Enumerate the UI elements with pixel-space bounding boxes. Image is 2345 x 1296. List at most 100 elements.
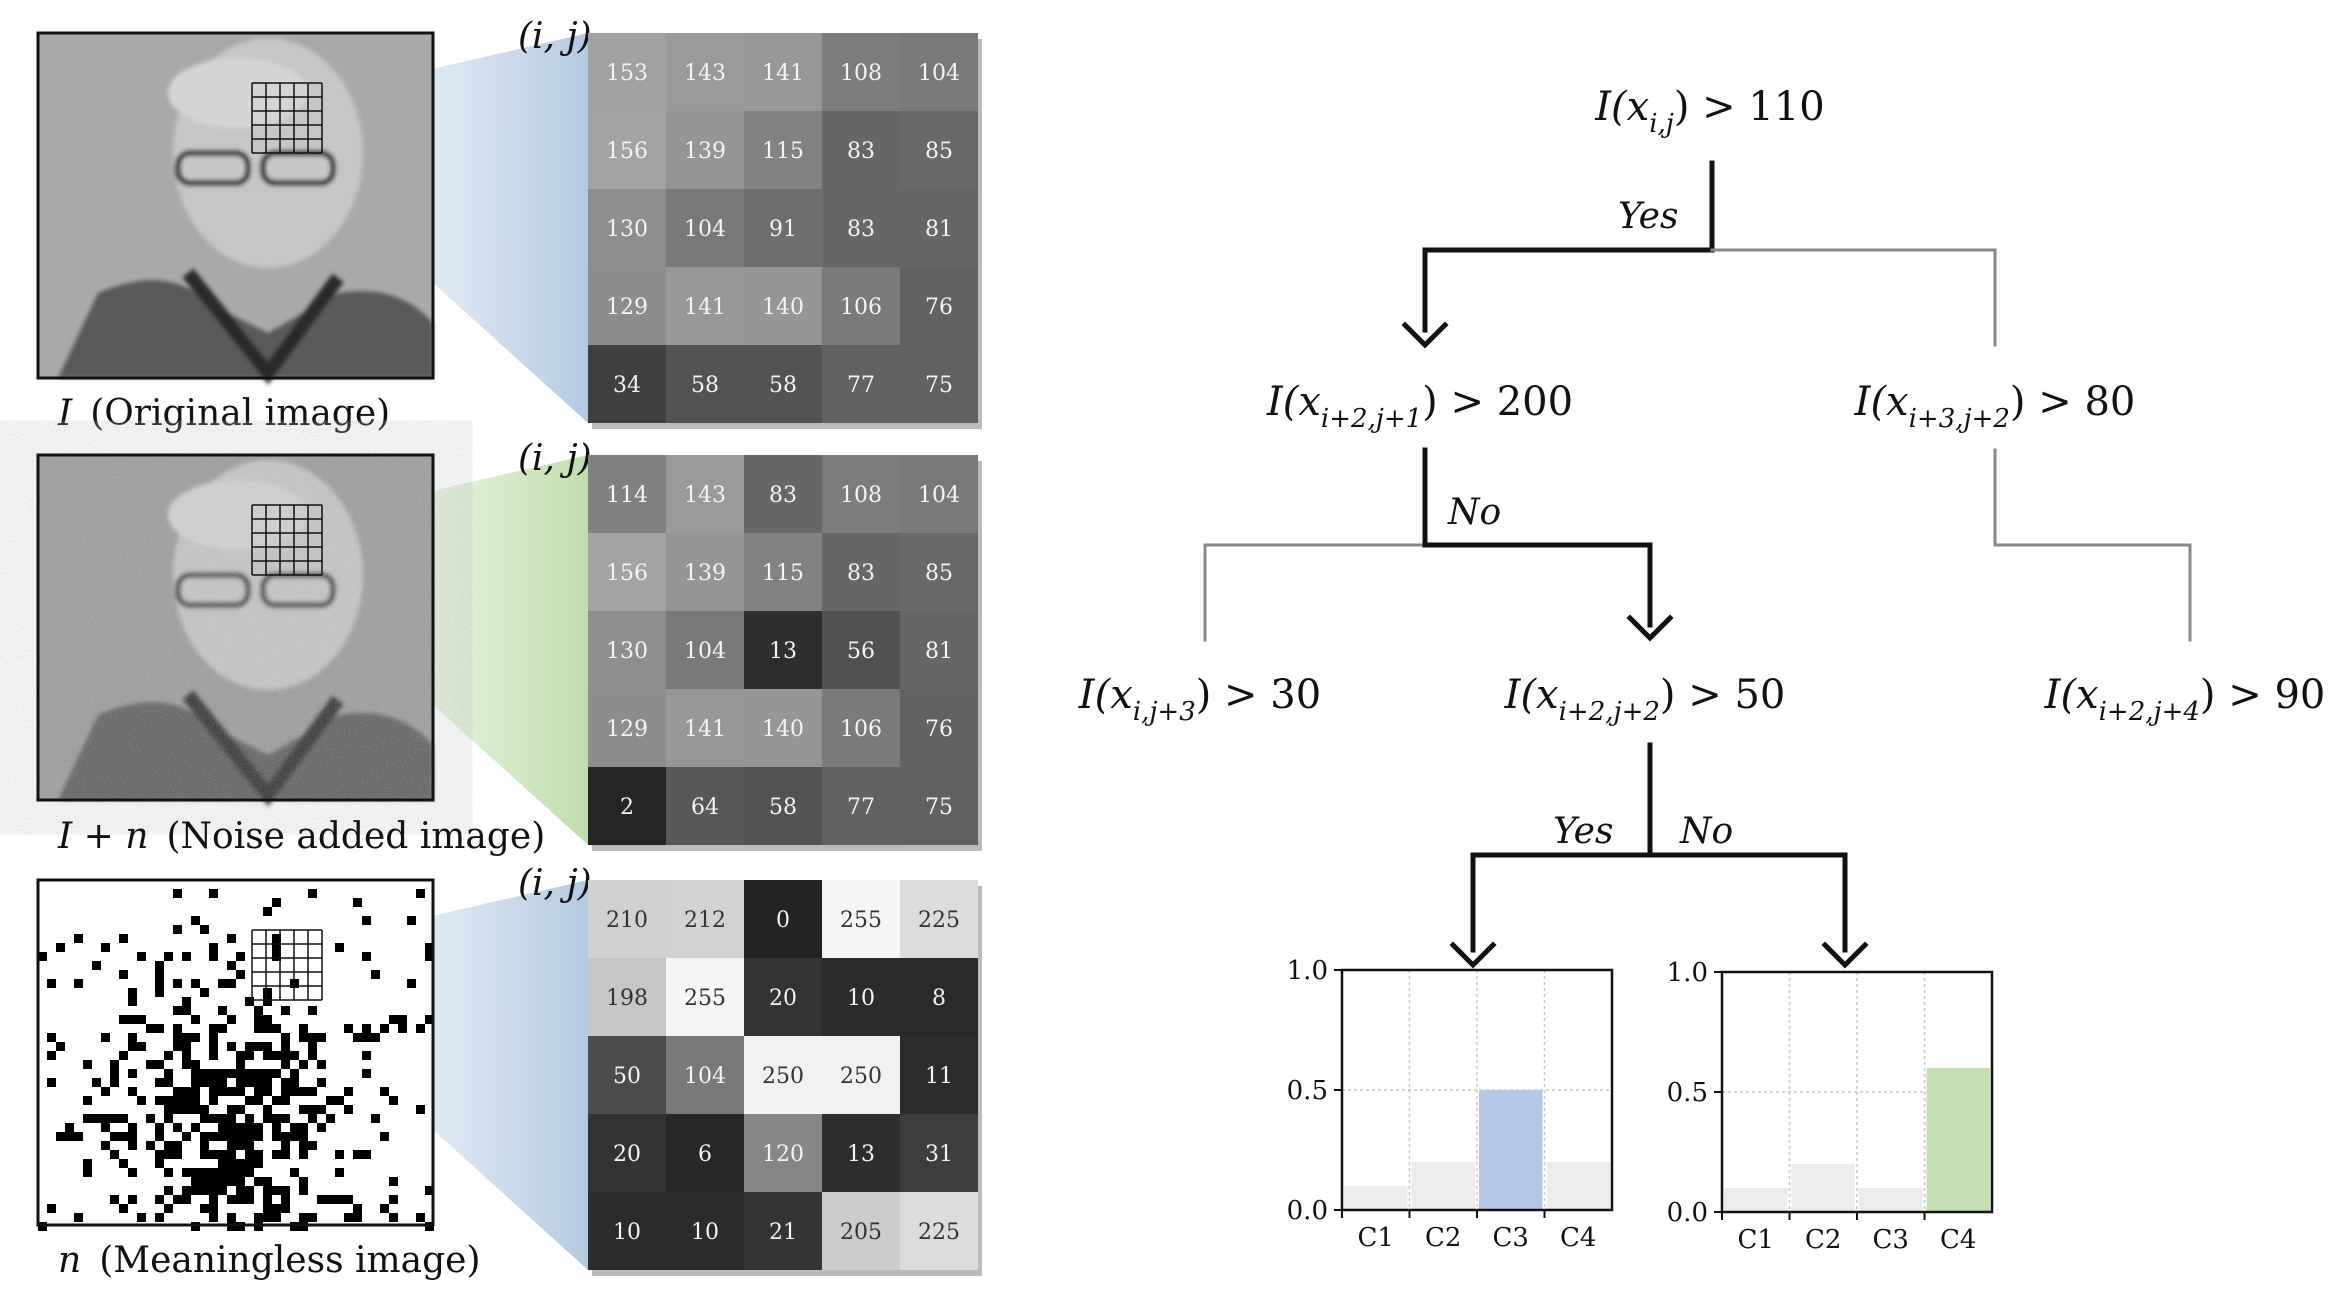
matrix-cell xyxy=(900,880,978,958)
edge-right-rr xyxy=(1993,448,2192,642)
matrix-cell xyxy=(666,1114,744,1192)
matrix-cell xyxy=(666,533,744,611)
matrix-value: 21 xyxy=(769,1220,797,1245)
matrix-value: 10 xyxy=(613,1220,641,1245)
matrix-cell xyxy=(666,111,744,189)
x-tick-label: C1 xyxy=(1358,1223,1394,1253)
matrix-value: 56 xyxy=(847,639,875,664)
matrix-value: 143 xyxy=(684,61,726,86)
matrix-cell xyxy=(666,1036,744,1114)
matrix-cell xyxy=(588,767,666,845)
x-tick-label: C3 xyxy=(1873,1225,1909,1255)
image-frame xyxy=(36,453,435,802)
matrix-value: 198 xyxy=(606,986,648,1011)
matrix-value: 50 xyxy=(613,1064,641,1089)
matrix-cell xyxy=(744,1114,822,1192)
edge-lr-no xyxy=(1647,852,1848,953)
matrix-cell xyxy=(588,611,666,689)
y-tick-label: 1.0 xyxy=(1287,956,1328,986)
panel-caption: I + n(Noise added image) xyxy=(57,816,545,857)
matrix-value: 156 xyxy=(606,139,648,164)
bar-C3 xyxy=(1859,1188,1923,1212)
matrix-value: 83 xyxy=(769,483,797,508)
matrix-cell xyxy=(900,111,978,189)
matrix-cell xyxy=(666,33,744,111)
matrix-value: 104 xyxy=(684,217,726,242)
branch-label-yes-root: Yes xyxy=(1618,196,1678,237)
matrix-cell xyxy=(822,611,900,689)
matrix-cell xyxy=(666,345,744,423)
matrix-value: 20 xyxy=(769,986,797,1011)
matrix-cell xyxy=(900,1114,978,1192)
matrix-value: 10 xyxy=(691,1220,719,1245)
matrix-cell xyxy=(588,267,666,345)
matrix-value: 31 xyxy=(925,1142,953,1167)
arrow-left-lr xyxy=(1626,614,1674,642)
matrix-value: 255 xyxy=(840,908,882,933)
panel-image xyxy=(36,453,435,807)
matrix-cell xyxy=(744,267,822,345)
matrix-cell xyxy=(588,455,666,533)
matrix-cell xyxy=(744,189,822,267)
matrix-cell xyxy=(822,1114,900,1192)
node-lr: I(xi+2,j+2) > 50 xyxy=(1504,672,1786,727)
node-ll: I(xi,j+3) > 30 xyxy=(1078,672,1321,727)
matrix-value: 34 xyxy=(613,373,641,398)
matrix-cell xyxy=(588,345,666,423)
matrix-value: 130 xyxy=(606,217,648,242)
matrix-cell xyxy=(744,455,822,533)
matrix-value: 120 xyxy=(762,1142,804,1167)
matrix-value: 104 xyxy=(918,61,960,86)
matrix-cell xyxy=(900,267,978,345)
node-right: I(xi+3,j+2) > 80 xyxy=(1854,379,2136,434)
arrow-root-left xyxy=(1401,321,1449,349)
matrix-cell xyxy=(744,958,822,1036)
y-tick-label: 0.0 xyxy=(1667,1198,1708,1228)
branch-label-no-lr: No xyxy=(1679,811,1733,852)
matrix-value: 64 xyxy=(691,795,719,820)
matrix-cell xyxy=(666,455,744,533)
matrix-cell xyxy=(900,533,978,611)
matrix-cell xyxy=(900,1192,978,1270)
matrix-cell xyxy=(900,33,978,111)
matrix-value: 104 xyxy=(684,639,726,664)
bar-C2 xyxy=(1411,1162,1475,1210)
matrix-cell xyxy=(744,689,822,767)
bar-C3 xyxy=(1479,1090,1543,1210)
matrix-value: 11 xyxy=(925,1064,953,1089)
node-left: I(xi+2,j+1) > 200 xyxy=(1266,379,1573,434)
matrix-value: 83 xyxy=(847,139,875,164)
matrix-cell xyxy=(666,767,744,845)
matrix-value: 8 xyxy=(932,986,946,1011)
matrix-cell xyxy=(666,689,744,767)
panel-caption: n(Meaningless image) xyxy=(58,1240,481,1281)
matrix-cell xyxy=(822,455,900,533)
matrix-cell xyxy=(588,111,666,189)
matrix-value: 255 xyxy=(684,986,726,1011)
tree-edges xyxy=(1203,160,2192,969)
patch-grid-overlay xyxy=(251,82,323,154)
matrix-value: 20 xyxy=(613,1142,641,1167)
x-tick-label: C4 xyxy=(1560,1223,1596,1253)
matrix-cell xyxy=(822,1192,900,1270)
matrix-value: 139 xyxy=(684,139,726,164)
edge-left-ll xyxy=(1203,448,1427,642)
matrix-value: 106 xyxy=(840,295,882,320)
matrix-value: 6 xyxy=(698,1142,712,1167)
matrix-cell xyxy=(900,958,978,1036)
matrix-value: 58 xyxy=(769,373,797,398)
bar-C2 xyxy=(1791,1164,1855,1212)
matrix-cell xyxy=(666,958,744,1036)
matrix-cell xyxy=(588,189,666,267)
matrix-value: 205 xyxy=(840,1220,882,1245)
matrix-value: 13 xyxy=(847,1142,875,1167)
bar-C4 xyxy=(1926,1068,1990,1212)
matrix-cell xyxy=(822,1036,900,1114)
